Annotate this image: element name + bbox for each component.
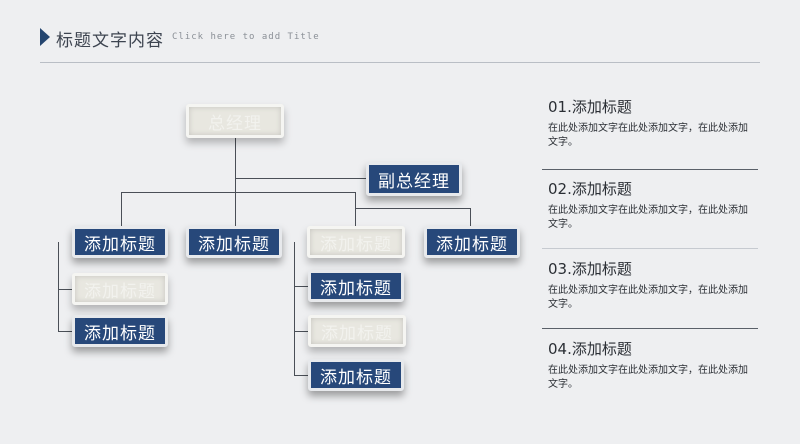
slide-title: 标题文字内容 [56, 31, 164, 51]
connector-line [58, 289, 72, 290]
connector-line [294, 286, 308, 287]
node-level2-d[interactable]: 添加标题 [424, 226, 520, 258]
connector-line [121, 192, 355, 193]
node-level2-c[interactable]: 添加标题 [307, 226, 405, 258]
node-level3-a1[interactable]: 添加标题 [72, 273, 168, 305]
title-arrow-icon [40, 28, 50, 46]
connector-line [470, 208, 471, 226]
connector-line [58, 242, 59, 332]
connector-line [58, 331, 72, 332]
connector-line [294, 331, 308, 332]
list-item-title: 02.添加标题 [548, 180, 632, 198]
connector-line [294, 375, 308, 376]
connector-line [235, 178, 367, 179]
connector-line [355, 208, 471, 209]
node-level3-c2[interactable]: 添加标题 [308, 315, 406, 347]
list-item-text: 在此处添加文字在此处添加文字，在此处添加文字。 [548, 205, 748, 230]
list-item-title: 03.添加标题 [548, 260, 632, 278]
node-level2-a[interactable]: 添加标题 [72, 226, 168, 258]
node-level3-c1[interactable]: 添加标题 [308, 270, 404, 302]
list-divider [542, 248, 758, 249]
list-item-text: 在此处添加文字在此处添加文字，在此处添加文字。 [548, 365, 748, 390]
connector-line [294, 242, 295, 376]
node-level3-c3[interactable]: 添加标题 [308, 359, 404, 391]
node-level2-b[interactable]: 添加标题 [186, 226, 282, 258]
node-general-manager[interactable]: 总经理 [186, 104, 284, 138]
slide-header: 标题文字内容 Click here to add Title [40, 22, 760, 52]
node-deputy-manager[interactable]: 副总经理 [366, 162, 462, 196]
slide-subtitle: Click here to add Title [172, 32, 320, 42]
list-item-text: 在此处添加文字在此处添加文字，在此处添加文字。 [548, 123, 748, 148]
header-divider [40, 62, 760, 63]
list-item-title: 04.添加标题 [548, 340, 632, 358]
list-divider [542, 328, 758, 329]
connector-line [121, 192, 122, 226]
connector-line [235, 136, 236, 192]
list-divider [542, 169, 758, 170]
connector-line [235, 192, 236, 226]
connector-line [355, 192, 356, 226]
list-item-title: 01.添加标题 [548, 98, 632, 116]
list-item-text: 在此处添加文字在此处添加文字，在此处添加文字。 [548, 285, 748, 310]
node-level3-a2[interactable]: 添加标题 [72, 315, 168, 347]
